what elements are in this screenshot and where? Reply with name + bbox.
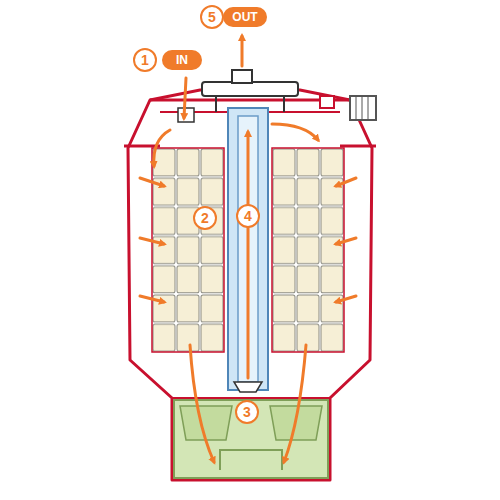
- port-label: OUT: [232, 11, 257, 23]
- callout-text: 5: [208, 10, 216, 24]
- port-tag: OUT: [223, 7, 267, 27]
- callout-number: 5: [200, 5, 224, 29]
- callout-number: 4: [236, 204, 260, 228]
- callout-number: 2: [193, 206, 217, 230]
- callout-text: 4: [244, 209, 252, 223]
- callout-number: 3: [235, 400, 259, 424]
- callout-text: 3: [243, 405, 251, 419]
- port-tag: IN: [162, 50, 202, 70]
- port-label: IN: [176, 54, 188, 66]
- callout-text: 2: [201, 211, 209, 225]
- callout-text: 1: [141, 53, 149, 67]
- callout-number: 1: [133, 48, 157, 72]
